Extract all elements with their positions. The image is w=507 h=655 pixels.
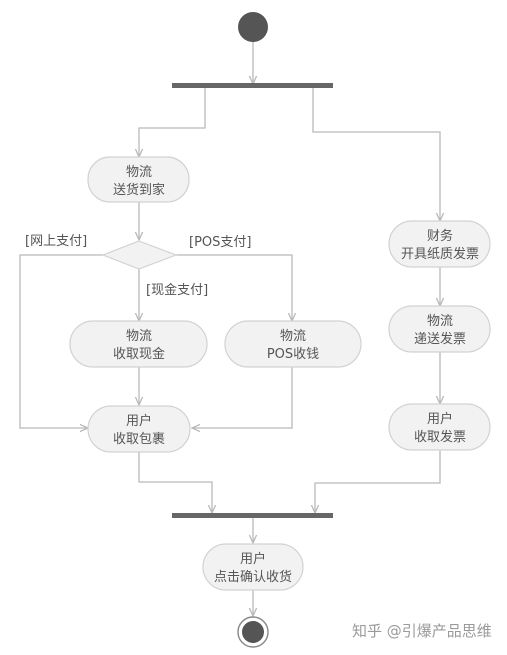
payment-decision [101,240,178,270]
node-logistics-deliver: 物流 送货到家 [87,156,190,203]
node-text-line1: 用户 [240,551,266,567]
guard-cash-payment: [现金支付] [146,282,208,298]
node-text-line2: 点击确认收货 [214,569,292,585]
edge-fork-to-deliver [139,87,206,157]
node-text-line1: 物流 [427,314,453,329]
node-text-line2: 收取现金 [113,346,165,362]
node-text-line2: 送货到家 [113,182,165,198]
edge-userinvoice-to-join [315,450,441,513]
edge-decision-pos [176,254,292,321]
node-logistics-send-invoice: 物流 递送发票 [388,305,491,353]
node-text-line1: 物流 [126,329,152,344]
edge-fork-to-invoice [312,87,440,221]
edge-pos-to-package [192,367,293,428]
watermark: 知乎 @引爆产品思维 [352,622,492,640]
join-bar [172,513,333,518]
node-logistics-pos: 物流 POS收钱 [224,320,362,368]
start-node [238,12,268,42]
node-text-line2: 收取发票 [414,429,466,445]
node-text-line1: 财务 [427,228,453,244]
node-user-package: 用户 收取包裹 [87,405,191,453]
node-text-line1: 物流 [126,165,152,180]
node-text-line2: POS收钱 [267,347,319,362]
flow-edges [19,42,441,616]
node-text-line1: 用户 [427,411,453,427]
node-user-confirm: 用户 点击确认收货 [202,543,304,591]
fork-bar [172,83,333,88]
node-logistics-cash: 物流 收取现金 [69,320,208,368]
node-user-invoice: 用户 收取发票 [388,403,491,451]
edge-decision-online [19,254,103,428]
end-node [237,616,269,648]
node-text-line2: 开具纸质发票 [401,246,479,262]
guard-pos-payment: [POS支付] [189,235,251,250]
edge-package-to-join [138,452,212,513]
node-text-line2: 递送发票 [414,331,466,347]
guard-online-payment: [网上支付] [25,234,87,249]
node-finance-invoice: 财务 开具纸质发票 [388,220,491,268]
node-text-line1: 用户 [126,413,152,429]
node-text-line2: 收取包裹 [113,432,165,447]
node-text-line1: 物流 [280,329,306,344]
